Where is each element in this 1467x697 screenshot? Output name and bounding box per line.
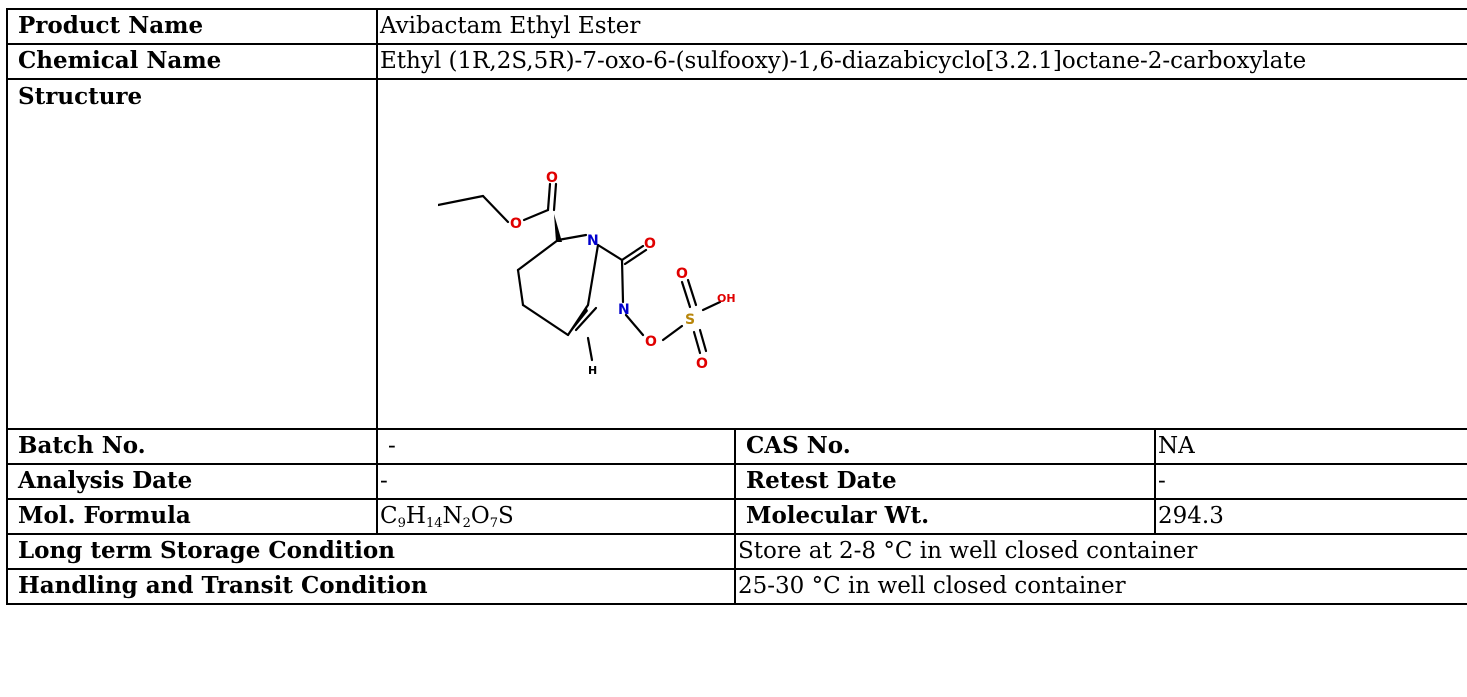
row-storage: Long term Storage Condition Store at 2-8…: [6, 533, 1467, 570]
formula-el-o: O: [470, 503, 490, 530]
formula-el-n: N: [442, 503, 463, 530]
chemical-name-label: Chemical Name: [6, 43, 378, 80]
row-product-name: Product Name Avibactam Ethyl Ester: [6, 8, 1467, 45]
atom-o-ester: O: [510, 216, 522, 232]
formula-el-c: C: [380, 503, 398, 530]
retest-date-label: Retest Date: [734, 463, 1156, 500]
formula-el-s: S: [498, 503, 514, 530]
analysis-date-value: -: [376, 463, 736, 500]
molecular-wt-label: Molecular Wt.: [734, 498, 1156, 535]
atom-o-s-bottom: O: [696, 356, 708, 372]
formula-el-h: H: [405, 503, 426, 530]
chemical-structure-image: O O N O N O S O OH O H: [438, 170, 736, 377]
atom-o-top: O: [546, 170, 558, 186]
formula-n-c: 9: [397, 516, 406, 532]
row-dates: Analysis Date - Retest Date -: [6, 463, 1467, 500]
analysis-date-label: Analysis Date: [6, 463, 378, 500]
coa-sheet: Product Name Avibactam Ethyl Ester Chemi…: [6, 8, 1467, 697]
row-formula: Mol. Formula C9H14N2O7S Molecular Wt. 29…: [6, 498, 1467, 535]
formula-n-h: 14: [425, 516, 443, 532]
row-batch: Batch No. - CAS No. NA: [6, 428, 1467, 465]
row-handling: Handling and Transit Condition 25-30 °C …: [6, 568, 1467, 605]
row-chemical-name: Chemical Name Ethyl (1R,2S,5R)-7-oxo-6-(…: [6, 43, 1467, 80]
chemical-name-value: Ethyl (1R,2S,5R)-7-oxo-6-(sulfooxy)-1,6-…: [376, 43, 1467, 80]
atom-oh: OH: [717, 292, 736, 305]
mol-formula-label: Mol. Formula: [6, 498, 378, 535]
product-name-value: Avibactam Ethyl Ester: [376, 8, 1467, 45]
coa-table: Product Name Avibactam Ethyl Ester Chemi…: [6, 8, 1467, 605]
atom-h: H: [588, 364, 597, 377]
structure-cell: O O N O N O S O OH O H: [376, 78, 1467, 430]
formula-n-n: 2: [462, 516, 471, 532]
atom-o-carbonyl: O: [644, 236, 656, 252]
cas-no-value: NA: [1154, 428, 1467, 465]
row-structure: Structure: [6, 78, 1467, 430]
handling-label: Handling and Transit Condition: [6, 568, 736, 605]
atom-s: S: [685, 312, 695, 328]
atom-o-link: O: [645, 334, 657, 350]
structure-label: Structure: [6, 78, 378, 430]
handling-value: 25-30 °C in well closed container: [734, 568, 1467, 605]
batch-no-value: -: [376, 428, 736, 465]
atom-n6: N: [618, 302, 630, 318]
atom-n1: N: [587, 233, 599, 249]
mol-formula-value: C9H14N2O7S: [376, 498, 736, 535]
molecular-wt-value: 294.3: [1154, 498, 1467, 535]
storage-label: Long term Storage Condition: [6, 533, 736, 570]
storage-value: Store at 2-8 °C in well closed container: [734, 533, 1467, 570]
batch-no-label: Batch No.: [6, 428, 378, 465]
atom-o-s-top: O: [676, 266, 688, 282]
product-name-label: Product Name: [6, 8, 378, 45]
cas-no-label: CAS No.: [734, 428, 1156, 465]
formula-n-o: 7: [489, 516, 499, 532]
retest-date-value: -: [1154, 463, 1467, 500]
